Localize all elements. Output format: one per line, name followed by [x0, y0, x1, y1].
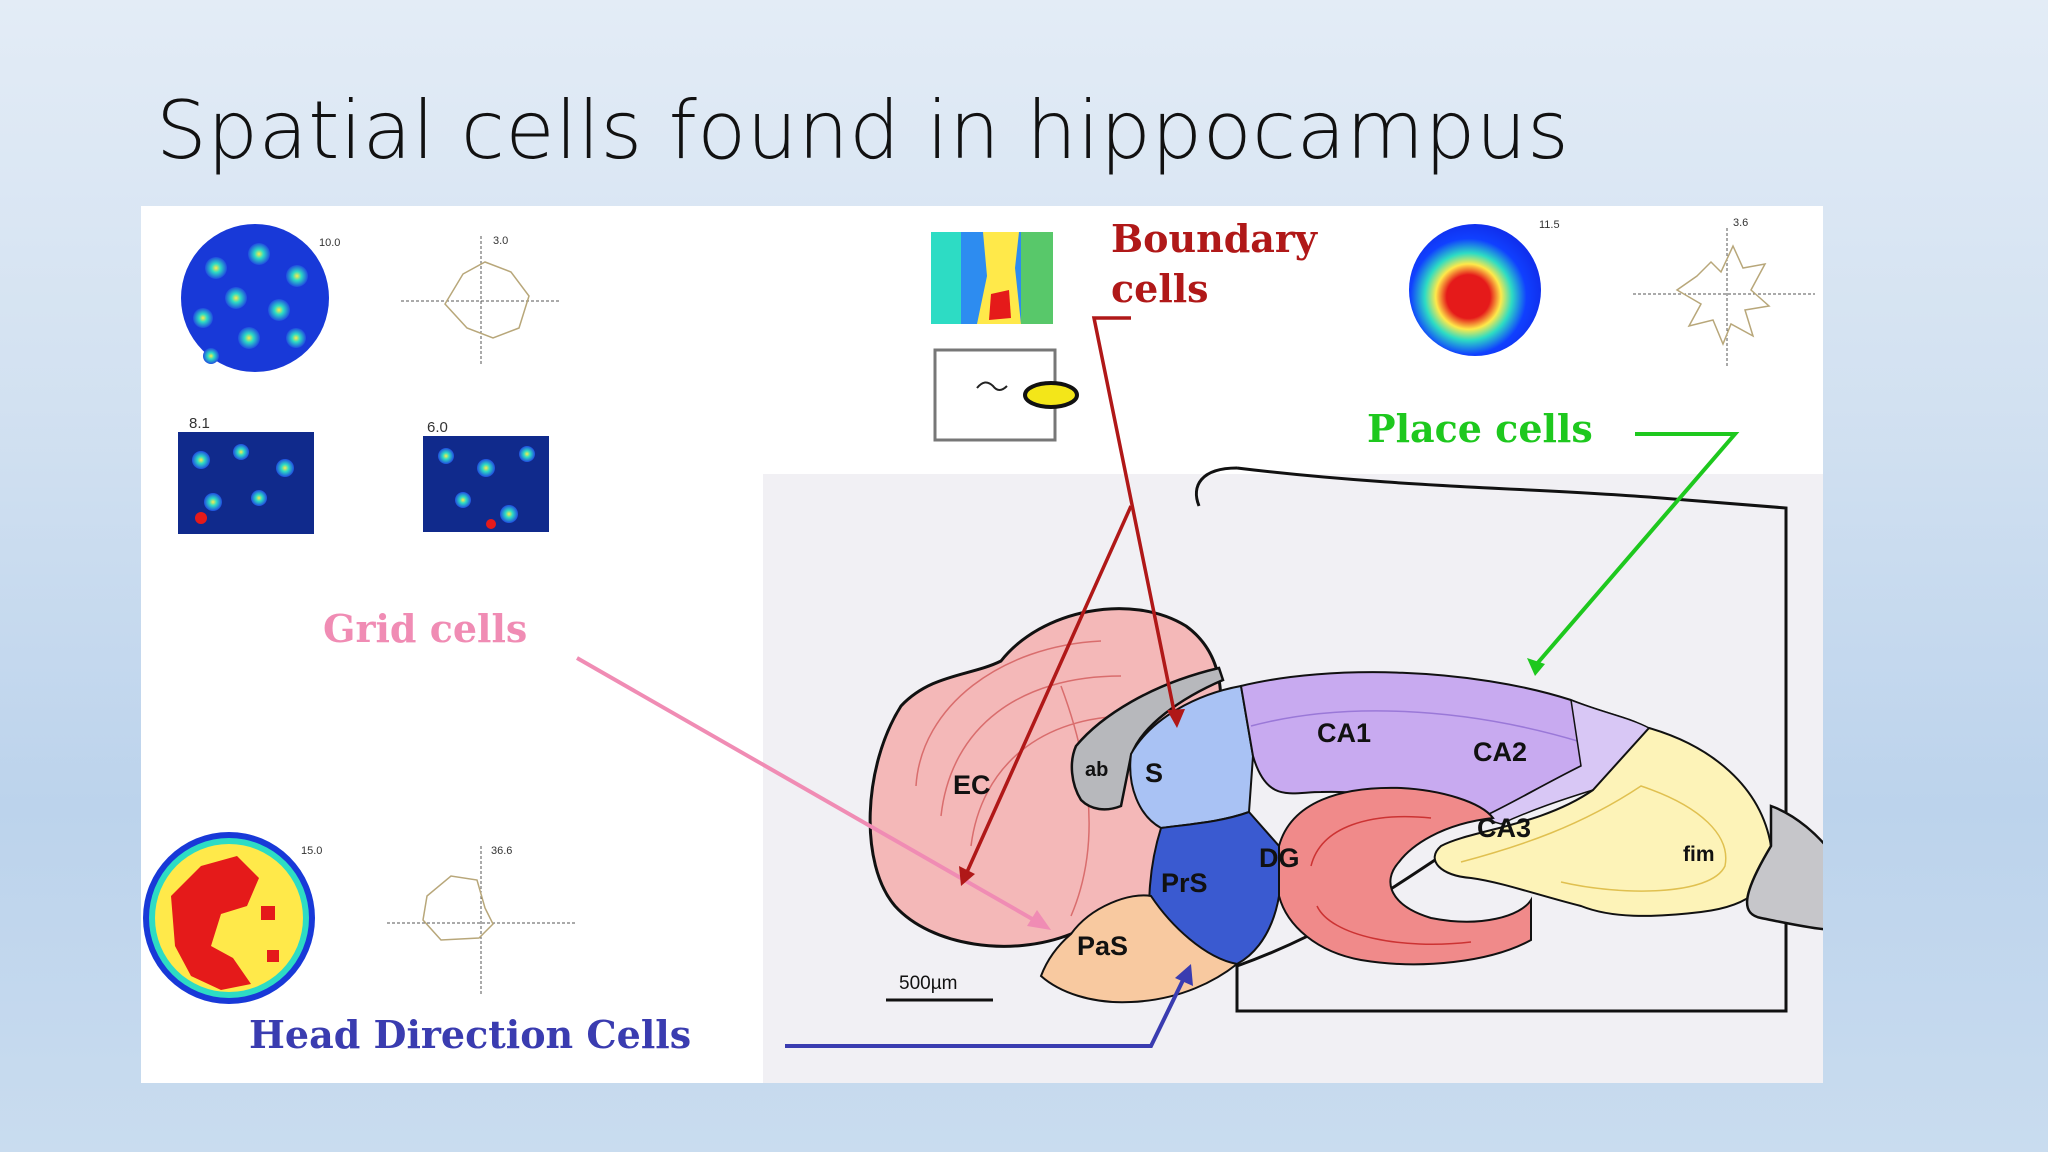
hd-polar-plot — [387, 846, 577, 996]
grid-rate-map-circle — [181, 224, 329, 372]
grid-square-a-peak: 8.1 — [189, 415, 210, 432]
grid-map-peak: 10.0 — [319, 237, 340, 249]
label-ab: ab — [1085, 759, 1108, 781]
place-rate-map — [1409, 224, 1541, 356]
boundary-cells-arrows — [965, 316, 1177, 873]
place-polar-peak: 3.6 — [1733, 217, 1748, 229]
scale-bar-label: 500µm — [899, 973, 957, 994]
boundary-arena-diagram — [933, 348, 1079, 442]
label-pas: PaS — [1077, 931, 1128, 961]
label-ca3: CA3 — [1477, 813, 1531, 843]
label-ca1: CA1 — [1317, 718, 1371, 748]
boundary-rate-map — [931, 232, 1053, 324]
grid-square-b-peak: 6.0 — [427, 419, 448, 436]
figure-panel: 10.0 3.0 8.1 6.0 15.0 — [141, 206, 1823, 1083]
head-direction-arrow — [785, 964, 1193, 1048]
label-fim: fim — [1683, 843, 1715, 866]
hippocampus-figure: 10.0 3.0 8.1 6.0 15.0 — [143, 216, 1823, 1083]
label-s: S — [1145, 758, 1163, 788]
label-prs: PrS — [1161, 868, 1208, 898]
ec-region — [868, 607, 1223, 948]
place-map-peak: 11.5 — [1539, 219, 1560, 231]
hd-polar-peak: 36.6 — [491, 845, 512, 857]
slide-title: Spatial cells found in hippocampus — [156, 84, 1570, 177]
grid-polar-plot — [401, 236, 561, 364]
grid-polar-peak: 3.0 — [493, 235, 508, 247]
hd-map-peak: 15.0 — [301, 845, 322, 857]
boundary-arrowhead-s — [1167, 709, 1185, 728]
hippocampal-section — [868, 466, 1823, 1013]
label-grid-cells: Grid cells — [323, 606, 527, 651]
place-polar-plot — [1633, 228, 1815, 368]
scale-bar: 500µm — [886, 973, 993, 1002]
grid-rate-map-square-b — [423, 436, 549, 532]
place-cells-arrow — [1527, 432, 1740, 676]
grid-rate-map-square-a — [178, 432, 314, 534]
label-place-cells: Place cells — [1367, 406, 1593, 451]
label-ec: EC — [953, 770, 991, 800]
label-boundary-cells-2: cells — [1111, 266, 1209, 311]
hd-rate-map — [143, 832, 315, 1004]
label-head-direction-cells: Head Direction Cells — [249, 1012, 691, 1057]
boundary-arrowhead-ec — [959, 866, 975, 886]
label-boundary-cells-1: Boundary — [1111, 216, 1318, 261]
label-ca2: CA2 — [1473, 737, 1527, 767]
label-dg: DG — [1259, 843, 1300, 873]
